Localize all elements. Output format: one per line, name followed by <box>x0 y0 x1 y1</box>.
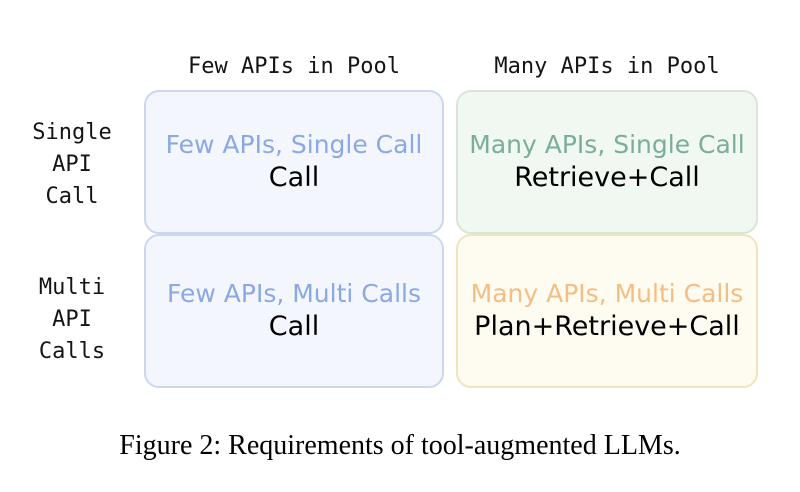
cell-title: Many APIs, Single Call <box>469 130 745 159</box>
row-header-line: Call <box>45 184 99 209</box>
quadrant-cell-few-apis-multi-calls: Few APIs, Multi Calls Call <box>144 234 444 388</box>
cell-requirement: Retrieve+Call <box>514 162 700 193</box>
quadrant-cell-many-apis-multi-calls: Many APIs, Multi Calls Plan+Retrieve+Cal… <box>456 234 758 388</box>
cell-title: Many APIs, Multi Calls <box>470 279 744 308</box>
row-header-line: API <box>52 307 92 332</box>
row-header-line: Calls <box>38 339 106 364</box>
figure-caption: Figure 2: Requirements of tool-augmented… <box>119 430 681 461</box>
cell-requirement: Plan+Retrieve+Call <box>474 311 740 342</box>
row-header-single-api-call: Single API Call <box>6 117 138 213</box>
cell-requirement: Call <box>268 162 320 193</box>
row-header-line: Multi <box>38 275 106 300</box>
cell-requirement: Call <box>268 311 320 342</box>
row-header-line: Single <box>32 120 112 145</box>
row-header-line: API <box>52 152 92 177</box>
cell-title: Few APIs, Single Call <box>165 130 423 159</box>
column-header-many-apis: Many APIs in Pool <box>494 54 720 79</box>
row-header-multi-api-calls: Multi API Calls <box>6 272 138 368</box>
quadrant-cell-many-apis-single-call: Many APIs, Single Call Retrieve+Call <box>456 90 758 234</box>
cell-title: Few APIs, Multi Calls <box>166 279 421 308</box>
column-header-few-apis: Few APIs in Pool <box>188 54 400 79</box>
quadrant-cell-few-apis-single-call: Few APIs, Single Call Call <box>144 90 444 234</box>
